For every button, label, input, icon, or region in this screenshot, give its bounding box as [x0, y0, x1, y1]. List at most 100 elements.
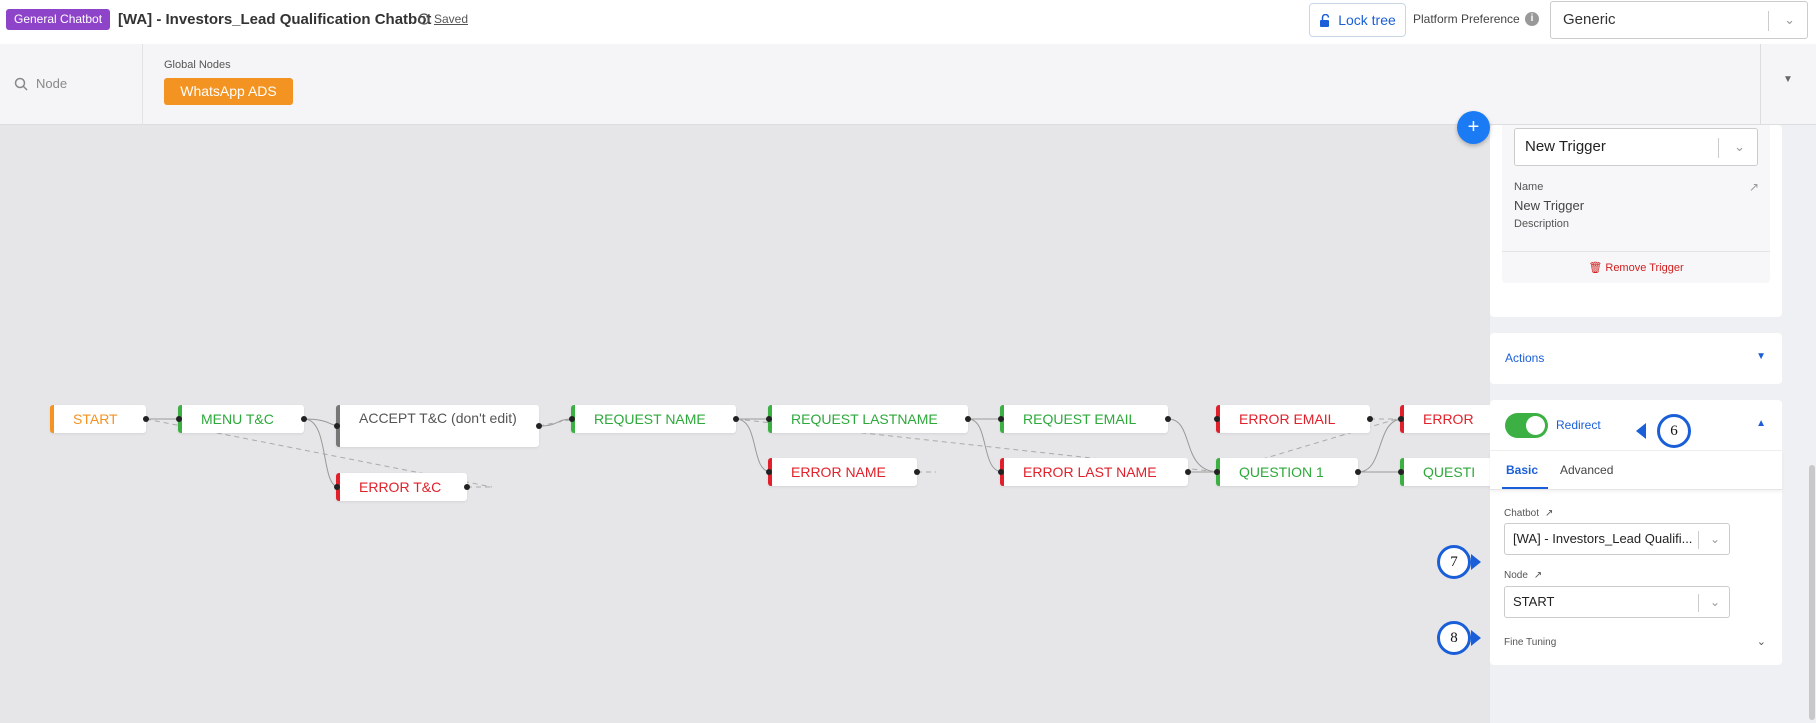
toggle-knob — [1526, 416, 1545, 435]
trigger-select[interactable]: New Trigger ⌄ — [1514, 128, 1758, 166]
global-node-whatsapp-ads[interactable]: WhatsApp ADS — [164, 78, 293, 105]
flow-node-accept-tc[interactable]: ACCEPT T&C (don't edit) — [336, 405, 539, 447]
external-link-icon[interactable]: ↗ — [1545, 508, 1554, 519]
node-search[interactable]: Node — [14, 76, 67, 91]
node-output-port[interactable] — [464, 484, 470, 490]
search-icon — [14, 77, 28, 91]
node-output-port[interactable] — [1355, 469, 1361, 475]
redirect-label: Redirect — [1556, 418, 1601, 432]
chevron-down-icon[interactable]: ⌄ — [1756, 636, 1766, 648]
node-settings-panel: New Trigger ⌄ Name ↗ New Trigger Descrip… — [1490, 125, 1816, 723]
chevron-down-icon: ⌄ — [1734, 139, 1745, 154]
tab-basic[interactable]: Basic — [1502, 463, 1548, 489]
flow-node-error-tc[interactable]: ERROR T&C — [336, 473, 467, 501]
flow-node-error-lastname[interactable]: ERROR LAST NAME — [1000, 458, 1188, 486]
node-input-port[interactable] — [1398, 469, 1404, 475]
flow-node-request-lastname[interactable]: REQUEST LASTNAME — [768, 405, 968, 433]
external-link-icon[interactable]: ↗ — [1749, 180, 1760, 194]
select-separator — [1718, 138, 1719, 158]
flow-node-request-name[interactable]: REQUEST NAME — [571, 405, 736, 433]
chatbot-select[interactable]: [WA] - Investors_Lead Qualifi... ⌄ — [1504, 523, 1730, 555]
chatbot-label-text: Chatbot — [1504, 508, 1540, 519]
node-input-port[interactable] — [1214, 469, 1220, 475]
chevron-down-icon: ⌄ — [1709, 524, 1720, 554]
node-output-port[interactable] — [301, 416, 307, 422]
actions-title: Actions — [1505, 351, 1545, 365]
node-field-label: Node ↗ — [1504, 570, 1542, 581]
node-toolbar: Node Global Nodes WhatsApp ADS ▼ — [0, 44, 1816, 125]
caret-down-icon[interactable]: ▼ — [1783, 74, 1793, 85]
trigger-card: New Trigger ⌄ Name ↗ New Trigger Descrip… — [1490, 125, 1782, 317]
add-node-button[interactable]: + — [1457, 111, 1490, 144]
callout-8-pointer — [1471, 630, 1481, 646]
actions-section[interactable]: Actions ▼ — [1490, 333, 1782, 384]
fine-tuning-label[interactable]: Fine Tuning — [1504, 637, 1557, 648]
node-input-port[interactable] — [766, 416, 772, 422]
toolbar-divider — [142, 44, 143, 125]
search-input[interactable]: Node — [36, 76, 68, 91]
saved-link[interactable]: Saved — [434, 12, 469, 26]
platform-preference-select[interactable]: Generic ⌄ — [1550, 1, 1808, 39]
flow-node-error-partial[interactable]: ERROR — [1400, 405, 1500, 433]
node-output-port[interactable] — [914, 469, 920, 475]
node-input-port[interactable] — [766, 469, 772, 475]
platform-preference-value: Generic — [1563, 11, 1616, 28]
flow-node-error-name[interactable]: ERROR NAME — [768, 458, 917, 486]
node-output-port[interactable] — [965, 416, 971, 422]
chatbot-select-value: [WA] - Investors_Lead Qualifi... — [1513, 531, 1693, 546]
callout-8: 8 — [1437, 621, 1471, 655]
top-bar: General Chatbot [WA] - Investors_Lead Qu… — [0, 0, 1816, 44]
node-output-port[interactable] — [1165, 416, 1171, 422]
flow-node-question-partial[interactable]: QUESTI — [1400, 458, 1500, 486]
lock-tree-button[interactable]: Lock tree — [1309, 3, 1406, 37]
unlock-icon — [1320, 13, 1330, 27]
node-input-port[interactable] — [1214, 416, 1220, 422]
redirect-tabs: Basic Advanced — [1490, 450, 1782, 490]
remove-trigger-button[interactable]: 🗑 Remove Trigger — [1502, 251, 1770, 283]
flow-node-start[interactable]: START — [50, 405, 146, 433]
node-input-port[interactable] — [334, 484, 340, 490]
save-status[interactable]: Saved — [418, 12, 468, 26]
trash-icon: 🗑 — [1588, 262, 1603, 274]
chatbot-field-label: Chatbot ↗ — [1504, 508, 1553, 519]
trigger-name-value: New Trigger — [1514, 198, 1585, 213]
chatbot-title: [WA] - Investors_Lead Qualification Chat… — [118, 11, 432, 28]
flow-node-request-email[interactable]: REQUEST EMAIL — [1000, 405, 1168, 433]
select-separator — [1698, 531, 1699, 549]
node-select-value: START — [1513, 594, 1555, 609]
remove-trigger-label: Remove Trigger — [1605, 262, 1684, 274]
flow-node-error-email[interactable]: ERROR EMAIL — [1216, 405, 1370, 433]
node-input-port[interactable] — [998, 416, 1004, 422]
node-output-port[interactable] — [1185, 469, 1191, 475]
node-input-port[interactable] — [569, 416, 575, 422]
trigger-description-label: Description — [1514, 218, 1570, 230]
callout-7: 7 — [1437, 545, 1471, 579]
external-link-icon[interactable]: ↗ — [1533, 570, 1543, 581]
redirect-action-card: Redirect ▲ Basic Advanced Chatbot ↗ [WA]… — [1490, 400, 1782, 665]
callout-6-pointer — [1636, 423, 1646, 439]
info-icon[interactable]: i — [1525, 12, 1539, 26]
clock-icon — [418, 13, 430, 25]
flow-canvas[interactable]: START MENU T&C ACCEPT T&C (don't edit) E… — [0, 125, 1500, 723]
flow-node-question-1[interactable]: QUESTION 1 — [1216, 458, 1358, 486]
node-output-port[interactable] — [536, 423, 542, 429]
chevron-down-icon: ⌄ — [1709, 587, 1720, 617]
caret-down-icon[interactable]: ▼ — [1756, 351, 1766, 362]
node-output-port[interactable] — [1367, 416, 1373, 422]
tab-basic-label: Basic — [1506, 463, 1539, 477]
node-output-port[interactable] — [143, 416, 149, 422]
select-separator — [1698, 594, 1699, 612]
caret-up-icon[interactable]: ▲ — [1756, 418, 1766, 429]
panel-scrollbar[interactable] — [1808, 125, 1816, 723]
panel-scrollbar-thumb[interactable] — [1809, 465, 1815, 720]
tab-advanced[interactable]: Advanced — [1560, 463, 1614, 477]
flow-node-menu-tc[interactable]: MENU T&C — [178, 405, 304, 433]
redirect-toggle[interactable] — [1505, 413, 1548, 438]
node-input-port[interactable] — [1398, 416, 1404, 422]
node-select[interactable]: START ⌄ — [1504, 586, 1730, 618]
node-output-port[interactable] — [733, 416, 739, 422]
node-input-port[interactable] — [176, 416, 182, 422]
node-input-port[interactable] — [998, 469, 1004, 475]
chevron-down-icon: ⌄ — [1784, 12, 1795, 27]
node-input-port[interactable] — [334, 423, 340, 429]
